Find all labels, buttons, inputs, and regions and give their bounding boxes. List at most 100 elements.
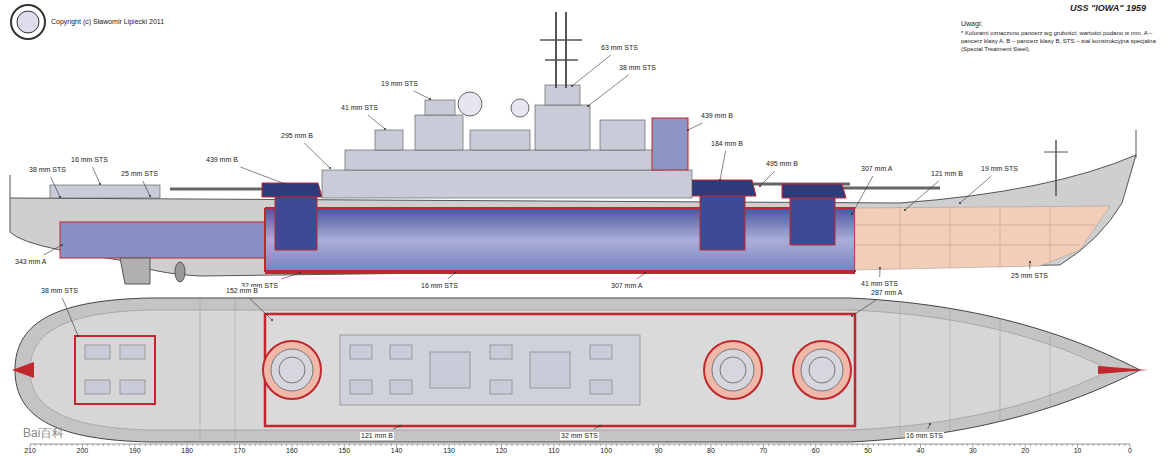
leader-dot bbox=[904, 209, 906, 211]
ruler-number: 130 bbox=[442, 447, 456, 455]
armor-callout: 495 mm B bbox=[765, 160, 799, 168]
armor-callout: 343 mm A bbox=[14, 258, 48, 266]
notes-text: * Kolorami oznaczono pancerz wg grubości… bbox=[960, 29, 1167, 53]
armor-callout: 16 mm STS bbox=[70, 156, 109, 164]
armor-callout: 25 mm STS bbox=[1010, 272, 1049, 280]
leader-line bbox=[51, 177, 60, 197]
leader-line bbox=[393, 426, 400, 429]
leader-line bbox=[240, 167, 285, 184]
leader-line bbox=[572, 55, 611, 86]
ruler-number: 0 bbox=[1127, 447, 1133, 455]
ruler-number: 50 bbox=[863, 447, 873, 455]
ruler-number: 170 bbox=[233, 447, 247, 455]
leader-line bbox=[588, 75, 628, 106]
leader-line bbox=[44, 245, 62, 255]
armor-callout: 16 mm STS bbox=[905, 432, 944, 440]
logo bbox=[17, 11, 39, 33]
ruler-number: 10 bbox=[1073, 447, 1083, 455]
leader-dot bbox=[1029, 261, 1031, 263]
leader-line bbox=[852, 176, 873, 214]
hull-plan bbox=[15, 298, 1140, 442]
deck-fittings bbox=[85, 335, 640, 405]
gun bbox=[170, 188, 262, 191]
leader-line bbox=[93, 167, 100, 184]
watermark: Bai百科 bbox=[22, 426, 65, 440]
ruler-number: 160 bbox=[285, 447, 299, 455]
leader-dot bbox=[851, 315, 853, 317]
logo bbox=[11, 5, 45, 39]
leader-dot bbox=[99, 183, 101, 185]
ruler-number: 150 bbox=[337, 447, 351, 455]
leader-line bbox=[960, 176, 991, 203]
leader-dot bbox=[384, 128, 386, 130]
steering-armor bbox=[60, 222, 265, 258]
gun bbox=[840, 187, 940, 190]
propeller bbox=[175, 262, 185, 282]
frame-lines bbox=[200, 300, 1050, 440]
ruler-number: 90 bbox=[654, 447, 664, 455]
armor-callout: 295 mm B bbox=[280, 132, 314, 140]
leader-dot bbox=[599, 425, 601, 427]
leader-dot bbox=[399, 425, 401, 427]
ruler-number: 60 bbox=[811, 447, 821, 455]
leader-dot bbox=[77, 335, 79, 337]
ruler-number: 190 bbox=[128, 447, 142, 455]
citadel-grid bbox=[270, 230, 850, 250]
ruler-number: 30 bbox=[968, 447, 978, 455]
leader-line bbox=[760, 171, 775, 186]
armor-callout: 32 mm STS bbox=[560, 432, 599, 440]
leader-dot bbox=[59, 196, 61, 198]
ruler-line bbox=[30, 444, 1130, 445]
armor-callout: 439 mm B bbox=[700, 112, 734, 120]
armor-callout: 38 mm STS bbox=[28, 166, 67, 174]
turret bbox=[782, 184, 846, 198]
rudder bbox=[120, 258, 150, 284]
leader-line bbox=[281, 273, 300, 279]
radar bbox=[458, 92, 482, 116]
ruler-number: 40 bbox=[916, 447, 926, 455]
ruler-number: 70 bbox=[758, 447, 768, 455]
diagram-title: USS "IOWA" 1959 bbox=[1070, 3, 1146, 13]
armor-callout: 41 mm STS bbox=[340, 104, 379, 112]
leader-dot bbox=[719, 179, 721, 181]
ruler-number: 110 bbox=[547, 447, 560, 455]
armor-line bbox=[265, 270, 855, 274]
ruler-number: 180 bbox=[180, 447, 194, 455]
armor-callout: 121 mm B bbox=[930, 170, 964, 178]
ruler-number: 120 bbox=[495, 447, 509, 455]
leader-line bbox=[928, 424, 930, 429]
hull-side bbox=[10, 155, 1136, 276]
leader-dot bbox=[429, 98, 431, 100]
turret bbox=[690, 180, 756, 196]
bow-mark bbox=[1098, 366, 1148, 374]
leader-dot bbox=[299, 272, 301, 274]
leader-dot bbox=[271, 319, 273, 321]
leader-line bbox=[637, 273, 645, 279]
leader-line bbox=[448, 273, 455, 279]
leader-line bbox=[720, 151, 726, 180]
armor-callout: 287 mm A bbox=[870, 289, 904, 297]
armor-deck bbox=[265, 314, 855, 426]
leader-dot bbox=[454, 272, 456, 274]
superstructure bbox=[50, 85, 692, 198]
leader-line bbox=[368, 115, 385, 129]
ruler-number: 200 bbox=[76, 447, 90, 455]
leader-line bbox=[1029, 262, 1030, 269]
turret bbox=[262, 183, 322, 197]
leader-dot bbox=[851, 213, 853, 215]
leader-line bbox=[62, 298, 78, 336]
leader-dot bbox=[929, 423, 931, 425]
ruler bbox=[30, 444, 1130, 448]
turret-plan bbox=[263, 341, 851, 399]
armor-callout: 184 mm B bbox=[710, 140, 744, 148]
radar bbox=[511, 99, 529, 117]
armor-callout: 439 mm B bbox=[205, 156, 239, 164]
armor-callout: 19 mm STS bbox=[380, 80, 419, 88]
leader-dot bbox=[571, 85, 573, 87]
copyright-note: Copyright (c) Sławomir Lipiecki 2011 bbox=[50, 18, 165, 26]
leader-dot bbox=[284, 183, 286, 185]
ruler-number: 140 bbox=[390, 447, 404, 455]
